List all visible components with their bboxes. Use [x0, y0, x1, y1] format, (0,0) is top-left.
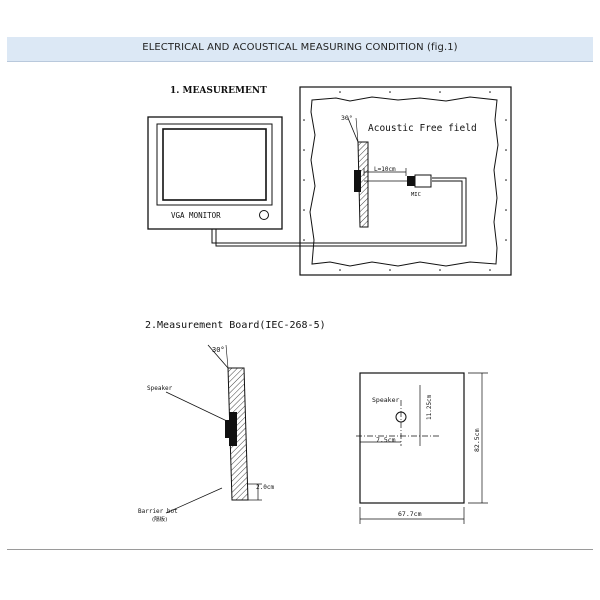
free-field-chamber: [299, 86, 512, 276]
distance-label: L=10cm: [374, 166, 396, 173]
power-button-icon: [259, 210, 269, 220]
distance-dimension: [363, 168, 408, 182]
free-field-label: Acoustic Free field: [368, 123, 477, 134]
speaker-icon: [354, 170, 361, 192]
header-bar: ELECTRICAL AND ACOUSTICAL MEASURING COND…: [7, 37, 593, 62]
mic-label: MIC: [411, 192, 421, 198]
angle-label-2: 30°: [212, 346, 225, 354]
dim-left-label: 7.5cm: [376, 436, 396, 444]
vga-monitor: [147, 116, 283, 230]
barrier-label: Barrier bot: [138, 508, 178, 515]
signal-cable: [211, 180, 463, 244]
page-title: ELECTRICAL AND ACOUSTICAL MEASURING COND…: [142, 42, 458, 53]
thickness-label: 2.0cm: [256, 484, 274, 491]
chamber-dots: [303, 91, 507, 271]
section2-title: 2.Measurement Board(IEC-268-5): [145, 320, 326, 331]
dim-width-label: 67.7cm: [398, 510, 422, 518]
speaker-side-icon: [229, 412, 237, 446]
dim-height-label: 82.5cm: [473, 428, 481, 452]
bottom-divider: [7, 549, 593, 550]
dim-top-label: 11.25cm: [426, 394, 433, 420]
barrier-sub-label: (隔板): [152, 515, 167, 523]
angle-label-1: 30°: [341, 114, 353, 122]
monitor-label: VGA MONITOR: [171, 211, 221, 220]
speaker-label-side: Speaker: [147, 385, 173, 392]
microphone-icon: [407, 174, 432, 188]
speaker-label-front: Speaker: [372, 396, 399, 404]
section1-title: 1. MEASUREMENT: [170, 86, 267, 96]
board-front-view: [356, 372, 488, 524]
board-side-view: [165, 344, 262, 514]
baffle-section1: [347, 117, 369, 228]
